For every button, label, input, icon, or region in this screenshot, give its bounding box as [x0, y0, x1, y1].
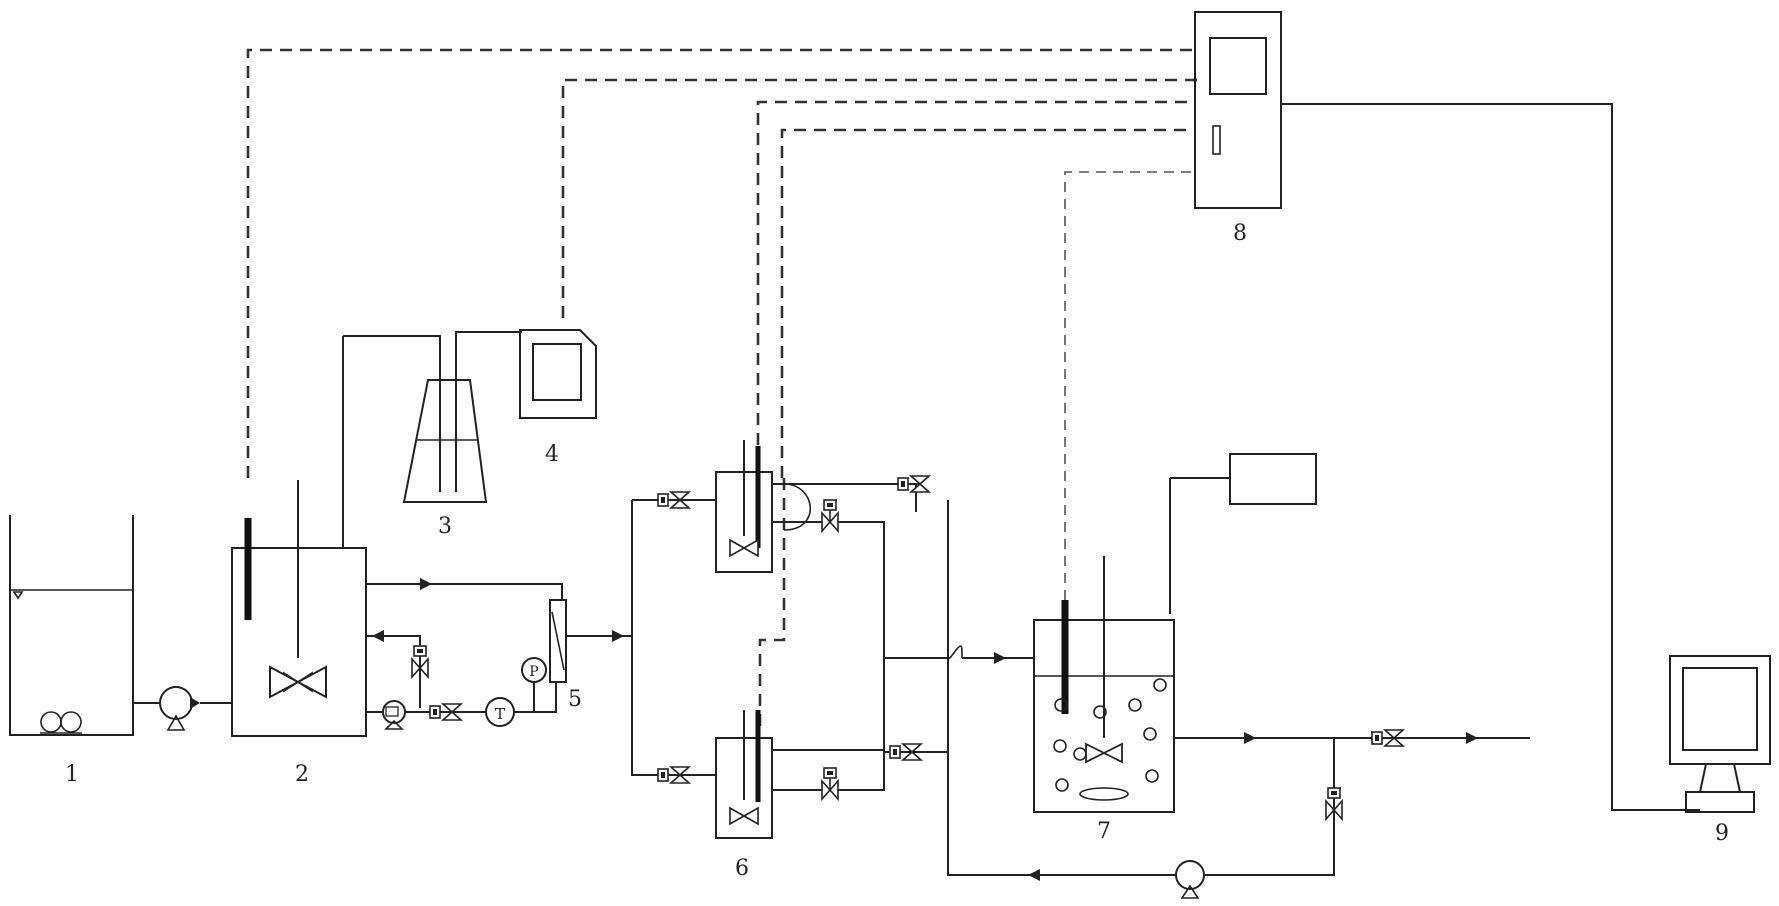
return-pump [1175, 860, 1205, 899]
temperature-gauge-label: T [495, 705, 505, 723]
label-2: 2 [295, 762, 309, 787]
gas-flask [402, 379, 488, 503]
flow-meter [549, 599, 567, 683]
controller-cabinet [1194, 11, 1282, 209]
signal-lines [246, 48, 1200, 730]
aeration-tank [1033, 478, 1175, 813]
label-5: 5 [568, 687, 582, 712]
label-6: 6 [735, 856, 749, 881]
lower-reactor [715, 710, 773, 839]
recirculation-pump [382, 700, 406, 730]
label-4: 4 [545, 442, 559, 467]
feed-pump [159, 686, 200, 731]
computer-monitor [1669, 655, 1771, 813]
label-3: 3 [438, 514, 452, 539]
upper-reactor [715, 440, 773, 573]
feed-tank [9, 515, 134, 736]
pressure-gauge: P [521, 657, 547, 712]
pressure-gauge-label: P [529, 664, 538, 680]
label-7: 7 [1097, 819, 1111, 844]
air-blower [1229, 453, 1317, 505]
label-8: 8 [1233, 221, 1247, 246]
main-reactor [231, 336, 367, 737]
temperature-gauge: T [485, 697, 515, 727]
label-1: 1 [65, 762, 79, 787]
gas-meter [519, 329, 597, 419]
label-9: 9 [1715, 821, 1729, 846]
